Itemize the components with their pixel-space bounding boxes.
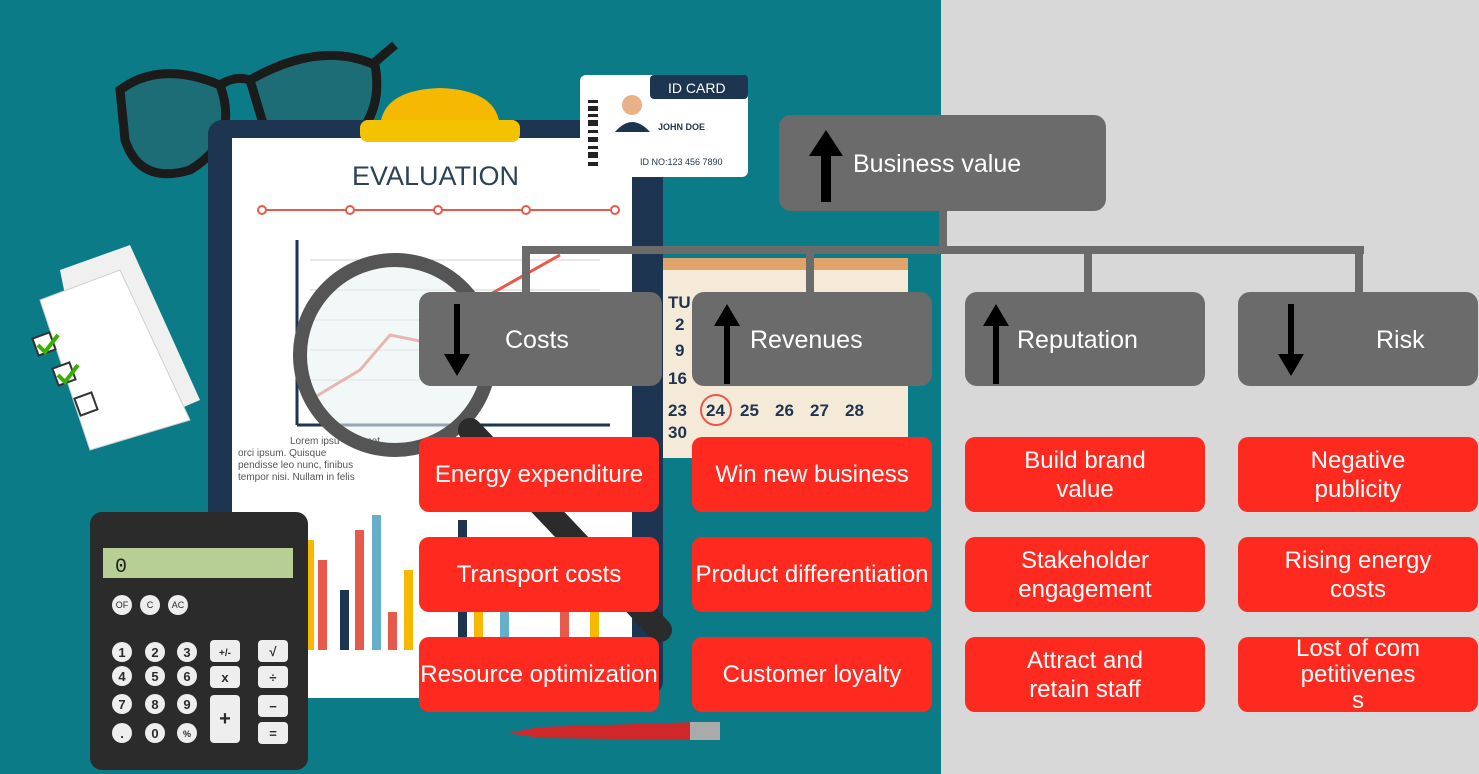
clipboard-title: EVALUATION	[352, 161, 519, 191]
item-resource-optimization: Resource optimization	[419, 637, 659, 712]
root-node-business-value: Business value	[779, 115, 1106, 211]
connector-costs	[522, 246, 530, 294]
svg-text:16: 16	[668, 369, 687, 388]
svg-text:7: 7	[118, 697, 125, 712]
category-node-reputation: Reputation	[965, 292, 1205, 386]
svg-text:+: +	[219, 708, 231, 730]
item-stakeholder-engagement: Stakeholder engagement	[965, 537, 1205, 612]
connector-risk	[1355, 246, 1363, 294]
svg-text:1: 1	[118, 645, 125, 660]
item-lost-competitiveness: Lost of competitivenes s	[1238, 635, 1478, 713]
svg-text:TU: TU	[668, 293, 691, 312]
id-card-name: JOHN DOE	[658, 122, 705, 132]
svg-text:30: 30	[668, 423, 687, 442]
arrow-down-icon	[444, 304, 470, 376]
id-card-title: ID CARD	[668, 80, 726, 96]
lorem-line: pendisse leo nunc, finibus	[238, 460, 353, 471]
category-node-revenues: Revenues	[692, 292, 932, 386]
item-win-new-business: Win new business	[692, 437, 932, 512]
svg-text:6: 6	[183, 669, 190, 684]
svg-text:3: 3	[183, 645, 190, 660]
svg-text:AC: AC	[172, 600, 185, 610]
connector-root-stem	[939, 210, 947, 250]
svg-text:4: 4	[118, 669, 126, 684]
svg-text:.: .	[120, 726, 124, 741]
svg-text:√: √	[269, 644, 277, 659]
category-label-costs: Costs	[505, 326, 569, 354]
svg-text:25: 25	[740, 401, 759, 420]
lorem-line: tempor nisi. Nullam in felis	[238, 472, 355, 483]
svg-text:5: 5	[151, 669, 158, 684]
connector-reputation	[1084, 246, 1092, 294]
item-product-differentiation: Product differentiation	[692, 537, 932, 612]
svg-text:OF: OF	[116, 600, 129, 610]
svg-text:=: =	[269, 726, 277, 741]
item-build-brand-value: Build brand value	[965, 437, 1205, 512]
lorem-line: Lorem ipsu	[290, 436, 339, 447]
checklist-icon	[31, 245, 200, 451]
item-rising-energy-costs: Rising energy costs	[1238, 537, 1478, 612]
arrow-up-icon	[983, 304, 1009, 384]
svg-text:−: −	[269, 699, 277, 714]
category-label-revenues: Revenues	[750, 326, 863, 354]
svg-text:9: 9	[675, 341, 684, 360]
svg-text:x: x	[221, 670, 229, 685]
item-energy-expenditure: Energy expenditure	[419, 437, 659, 512]
connector-horizontal-bar	[522, 246, 1364, 254]
svg-text:%: %	[183, 729, 191, 739]
calculator-icon: 0 OF C AC 1 2 3 +/- √ 4 5 6 x ÷ 7 8 9 + …	[90, 512, 308, 770]
arrow-up-icon	[714, 304, 740, 384]
lorem-line: sit amet	[345, 436, 380, 447]
category-label-reputation: Reputation	[1017, 326, 1138, 354]
id-card-number: ID NO:123 456 7890	[640, 157, 723, 167]
item-attract-retain-staff: Attract and retain staff	[965, 637, 1205, 712]
svg-text:27: 27	[810, 401, 829, 420]
id-card: ID CARD JOHN DOE ID NO:123 456 7890	[580, 75, 748, 177]
svg-text:24: 24	[706, 401, 725, 420]
svg-text:9: 9	[183, 697, 190, 712]
svg-text:2: 2	[151, 645, 158, 660]
item-negative-publicity: Negative publicity	[1238, 437, 1478, 512]
svg-text:2: 2	[675, 315, 684, 334]
svg-text:26: 26	[775, 401, 794, 420]
arrow-up-icon	[809, 130, 843, 202]
category-label-risk: Risk	[1376, 326, 1425, 354]
clipboard-clip	[380, 88, 500, 130]
root-node-label: Business value	[853, 150, 1022, 178]
svg-text:+/-: +/-	[219, 648, 231, 659]
category-node-costs: Costs	[419, 292, 662, 386]
arrow-down-icon	[1278, 304, 1304, 376]
item-transport-costs: Transport costs	[419, 537, 659, 612]
svg-text:C: C	[147, 600, 154, 610]
lorem-line: orci ipsum. Quisque	[238, 448, 327, 459]
svg-text:÷: ÷	[269, 670, 276, 685]
svg-text:28: 28	[845, 401, 864, 420]
svg-text:0: 0	[151, 726, 158, 741]
item-customer-loyalty: Customer loyalty	[692, 637, 932, 712]
svg-text:0: 0	[115, 556, 127, 579]
svg-text:8: 8	[151, 697, 158, 712]
svg-text:23: 23	[668, 401, 687, 420]
pen-icon	[508, 722, 720, 740]
category-node-risk: Risk	[1238, 292, 1478, 386]
connector-revenues	[806, 246, 814, 294]
